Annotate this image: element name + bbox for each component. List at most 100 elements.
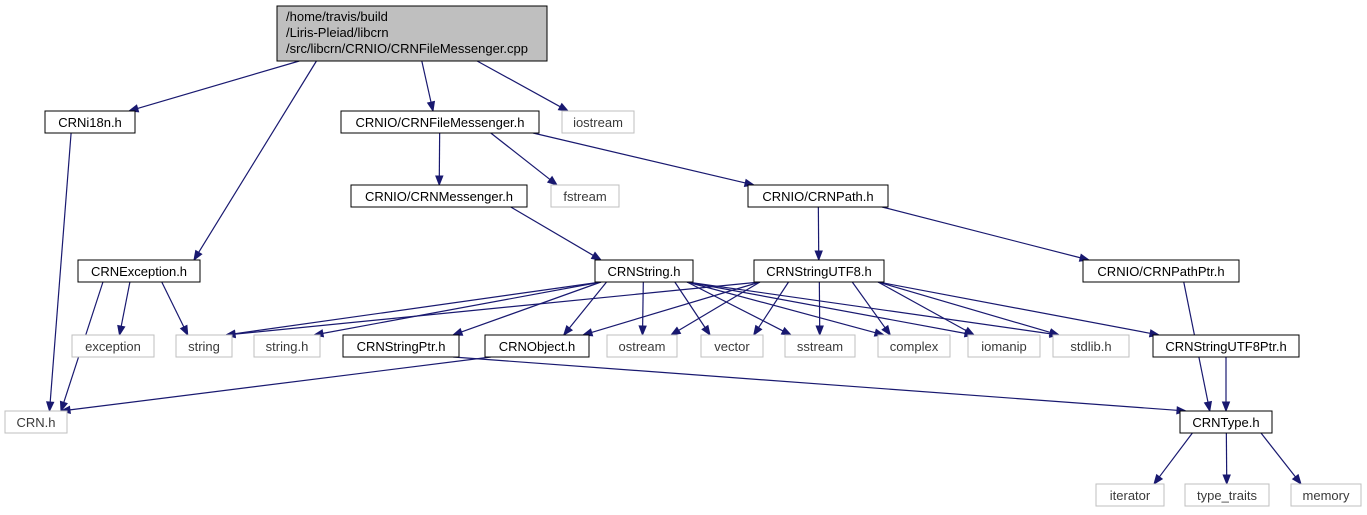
edge-type_h-to-type_traits bbox=[1222, 432, 1231, 486]
node-label: sstream bbox=[797, 339, 843, 354]
node-label: vector bbox=[714, 339, 750, 354]
edge-line bbox=[452, 356, 1178, 411]
edge-root-to-filemessenger_h bbox=[421, 60, 436, 113]
edge-exception_h-to-string bbox=[161, 281, 189, 337]
node-label: CRNIO/CRNPath.h bbox=[762, 189, 873, 204]
node-sstream[interactable]: sstream bbox=[784, 334, 856, 358]
node-iostream[interactable]: iostream bbox=[561, 110, 635, 134]
node-crn-h[interactable]: CRN.h bbox=[4, 410, 68, 434]
edge-type_h-to-iterator bbox=[1153, 432, 1193, 486]
edge-arrowhead bbox=[1221, 401, 1231, 413]
edge-line bbox=[1158, 432, 1193, 478]
node-label: exception bbox=[85, 339, 141, 354]
edge-stringutf8_h-to-complex bbox=[851, 281, 892, 337]
edge-arrowhead bbox=[435, 175, 444, 187]
edge-stringptr_h-to-type_h bbox=[452, 356, 1188, 415]
node-label: fstream bbox=[563, 189, 606, 204]
edge-line bbox=[532, 132, 746, 184]
node-crnobject-h[interactable]: CRNObject.h bbox=[484, 334, 590, 358]
root-path-line-2: /Liris-Pleiad/libcrn bbox=[286, 25, 389, 40]
node-label: CRNStringPtr.h bbox=[357, 339, 446, 354]
edge-crnstring_h-to-iomanip bbox=[686, 281, 976, 338]
node-iomanip[interactable]: iomanip bbox=[967, 334, 1041, 358]
edge-arrowhead bbox=[815, 325, 824, 337]
edge-arrowhead bbox=[46, 401, 55, 413]
node-crnfilemessenger-h[interactable]: CRNIO/CRNFileMessenger.h bbox=[340, 110, 540, 134]
node-crnmessenger-h[interactable]: CRNIO/CRNMessenger.h bbox=[350, 184, 528, 208]
node-crnpathptr-h[interactable]: CRNIO/CRNPathPtr.h bbox=[1082, 259, 1240, 283]
edge-exception_h-to-exception bbox=[117, 281, 131, 337]
node-crnstringptr-h[interactable]: CRNStringPtr.h bbox=[342, 334, 460, 358]
edge-arrowhead bbox=[1222, 474, 1231, 486]
edge-crnstring_h-to-stringptr_h bbox=[451, 281, 602, 336]
node-crni18n-h[interactable]: CRNi18n.h bbox=[44, 110, 136, 134]
edge-arrowhead bbox=[557, 102, 570, 112]
node-label: CRNIO/CRNFileMessenger.h bbox=[355, 115, 524, 130]
edge-line bbox=[234, 281, 602, 335]
edge-arrowhead bbox=[59, 400, 68, 413]
node-label: iomanip bbox=[981, 339, 1027, 354]
edge-crnstring_h-to-string_h bbox=[312, 281, 602, 338]
edge-crnstring_h-to-complex bbox=[686, 281, 886, 337]
edge-line bbox=[686, 281, 784, 332]
node-crnstringutf8-h[interactable]: CRNStringUTF8.h bbox=[753, 259, 885, 283]
node-string[interactable]: string bbox=[175, 334, 233, 358]
edge-line bbox=[49, 132, 72, 403]
edge-arrowhead bbox=[562, 324, 574, 337]
edge-line bbox=[568, 281, 608, 329]
node-crnexception-h[interactable]: CRNException.h bbox=[77, 259, 201, 283]
node-vector[interactable]: vector bbox=[700, 334, 764, 358]
node-string-h[interactable]: string.h bbox=[253, 334, 321, 358]
node-fstream[interactable]: fstream bbox=[550, 184, 620, 208]
node-label: CRNObject.h bbox=[499, 339, 576, 354]
edge-root-to-crni18n bbox=[127, 60, 300, 113]
edge-arrowhead bbox=[117, 324, 126, 337]
edge-crnstring_h-to-object_h bbox=[562, 281, 608, 337]
edge-arrowhead bbox=[451, 327, 464, 336]
edge-line bbox=[234, 281, 761, 335]
edge-root-to-iostream bbox=[476, 60, 570, 112]
edge-line bbox=[758, 281, 790, 328]
node-crntype-h[interactable]: CRNType.h bbox=[1179, 410, 1273, 434]
node-root-file[interactable]: /home/travis/build /Liris-Pleiad/libcrn … bbox=[276, 5, 548, 62]
node-label: CRNIO/CRNPathPtr.h bbox=[1097, 264, 1224, 279]
node-memory[interactable]: memory bbox=[1290, 483, 1362, 507]
node-ostream[interactable]: ostream bbox=[606, 334, 678, 358]
edge-arrowhead bbox=[814, 250, 823, 262]
node-crnstring-h[interactable]: CRNString.h bbox=[594, 259, 694, 283]
edge-crnstring_h-to-ostream bbox=[638, 281, 647, 337]
node-crnpath-h[interactable]: CRNIO/CRNPath.h bbox=[747, 184, 889, 208]
node-label: CRNString.h bbox=[608, 264, 681, 279]
node-layer: /home/travis/build /Liris-Pleiad/libcrn … bbox=[4, 5, 1362, 507]
edge-line bbox=[161, 281, 185, 328]
edge-line bbox=[421, 60, 432, 103]
edge-stringutf8_h-to-vector bbox=[752, 281, 790, 337]
edge-line bbox=[69, 356, 492, 411]
node-exception[interactable]: exception bbox=[71, 334, 155, 358]
edge-object_h-to-crn_h bbox=[59, 356, 492, 415]
node-label: complex bbox=[890, 339, 939, 354]
node-complex[interactable]: complex bbox=[877, 334, 951, 358]
node-label: CRNException.h bbox=[91, 264, 187, 279]
node-type-traits[interactable]: type_traits bbox=[1184, 483, 1270, 507]
edge-arrowhead bbox=[590, 251, 603, 261]
node-stdlib-h[interactable]: stdlib.h bbox=[1052, 334, 1130, 358]
edge-arrowhead bbox=[881, 324, 892, 337]
edge-line bbox=[686, 281, 876, 334]
edge-line bbox=[137, 60, 300, 110]
node-iterator[interactable]: iterator bbox=[1095, 483, 1165, 507]
node-label: CRNStringUTF8Ptr.h bbox=[1165, 339, 1286, 354]
edge-stringutf8ptr_h-to-type_h bbox=[1221, 357, 1231, 413]
edge-arrowhead bbox=[179, 324, 189, 337]
edge-stringutf8_h-to-object_h bbox=[581, 281, 761, 337]
node-label: CRNi18n.h bbox=[58, 115, 122, 130]
edge-messenger_h-to-crnstring_h bbox=[510, 206, 603, 261]
edge-line bbox=[461, 281, 602, 333]
edge-arrowhead bbox=[963, 326, 976, 336]
edge-stringutf8_h-to-iomanip bbox=[877, 281, 976, 336]
node-label: string bbox=[188, 339, 220, 354]
node-crnstringutf8ptr-h[interactable]: CRNStringUTF8Ptr.h bbox=[1152, 334, 1300, 358]
node-label: memory bbox=[1303, 488, 1350, 503]
edge-arrowhead bbox=[546, 175, 559, 186]
